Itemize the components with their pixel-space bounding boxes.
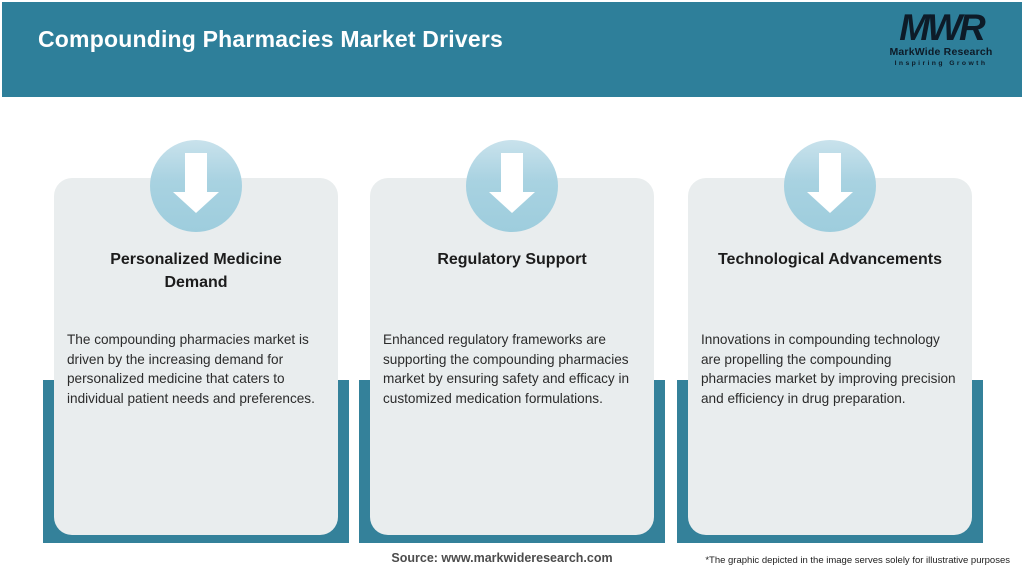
driver-card-regulatory-support: Regulatory Support Enhanced regulatory f… bbox=[359, 140, 665, 543]
card-panel bbox=[370, 178, 654, 535]
down-arrow-icon bbox=[784, 140, 876, 232]
down-arrow-icon bbox=[466, 140, 558, 232]
card-panel bbox=[688, 178, 972, 535]
header-bar: Compounding Pharmacies Market Drivers MW… bbox=[2, 2, 1022, 97]
down-arrow-icon bbox=[150, 140, 242, 232]
card-title: Personalized Medicine Demand bbox=[110, 251, 282, 292]
card-title: Technological Advancements bbox=[717, 251, 943, 268]
card-panel bbox=[54, 178, 338, 535]
card-title: Regulatory Support bbox=[437, 251, 587, 268]
logo-mwr-mark: MWR bbox=[899, 7, 985, 48]
brand-logo: MWR MarkWide Research Inspiring Growth bbox=[876, 9, 1006, 67]
card-description: Enhanced regulatory frameworks are suppo… bbox=[383, 332, 630, 406]
disclaimer-text: *The graphic depicted in the image serve… bbox=[705, 555, 1010, 566]
logo-tagline: Inspiring Growth bbox=[894, 59, 988, 67]
driver-card-technological-advancements: Technological Advancements Innovations i… bbox=[677, 140, 983, 543]
logo-company-name: MarkWide Research bbox=[889, 46, 993, 58]
page-title: Compounding Pharmacies Market Drivers bbox=[38, 26, 503, 52]
card-description: Innovations in compounding technology ar… bbox=[701, 332, 956, 406]
card-description: The compounding pharmacies market is dri… bbox=[67, 332, 315, 406]
driver-card-personalized-medicine: Personalized Medicine Demand The compoun… bbox=[43, 140, 349, 543]
source-text: Source: www.markwideresearch.com bbox=[391, 551, 613, 565]
